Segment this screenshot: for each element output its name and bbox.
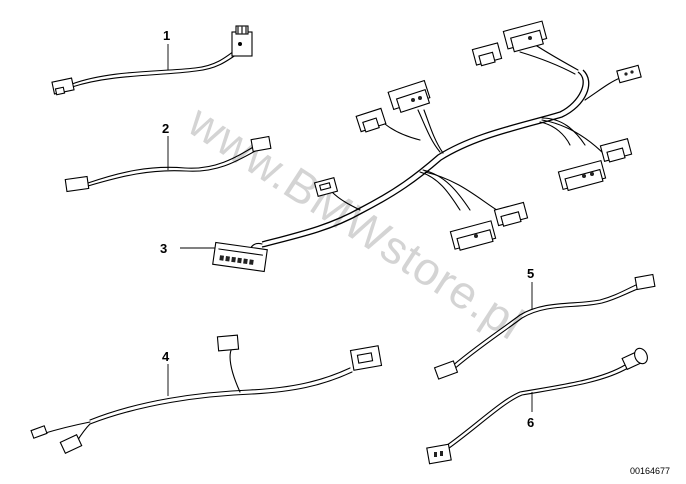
part-label-2: 2 bbox=[162, 121, 169, 136]
connector-icon bbox=[64, 175, 90, 193]
connector-icon bbox=[557, 159, 607, 192]
part-5-cable bbox=[433, 273, 656, 380]
round-connector-icon bbox=[621, 347, 648, 371]
connector-icon bbox=[502, 20, 548, 53]
part-label-5: 5 bbox=[527, 266, 534, 281]
connector-icon bbox=[433, 360, 459, 380]
connector-icon bbox=[471, 42, 503, 67]
connector-icon bbox=[449, 220, 497, 251]
part-2-cable bbox=[64, 135, 272, 193]
part-1-cable bbox=[51, 25, 253, 96]
part-label-3: 3 bbox=[160, 241, 167, 256]
watermark-text: www.BMWstore.pl bbox=[179, 94, 534, 350]
part-3-harness bbox=[212, 20, 642, 273]
connector-icon bbox=[493, 201, 529, 227]
reference-number: 00164677 bbox=[630, 466, 670, 476]
connector-icon bbox=[30, 425, 48, 439]
part-4-cable bbox=[30, 334, 383, 454]
connector-icon bbox=[634, 273, 656, 291]
connector-icon bbox=[616, 64, 642, 84]
connector-icon bbox=[51, 77, 75, 96]
relay-block-icon bbox=[231, 25, 253, 57]
tab-connector-icon bbox=[313, 176, 339, 198]
part-label-1: 1 bbox=[163, 28, 170, 43]
connector-icon bbox=[349, 345, 383, 371]
connector-icon bbox=[250, 135, 272, 153]
connector-icon bbox=[599, 137, 633, 163]
connector-icon bbox=[426, 443, 452, 465]
part-label-4: 4 bbox=[162, 349, 170, 364]
connector-icon bbox=[355, 107, 387, 133]
connector-icon bbox=[59, 434, 83, 454]
part-6-cable bbox=[426, 347, 648, 465]
plug-block-icon bbox=[212, 241, 268, 273]
connector-icon bbox=[216, 334, 240, 352]
connector-icon bbox=[387, 79, 431, 113]
part-label-6: 6 bbox=[527, 415, 534, 430]
